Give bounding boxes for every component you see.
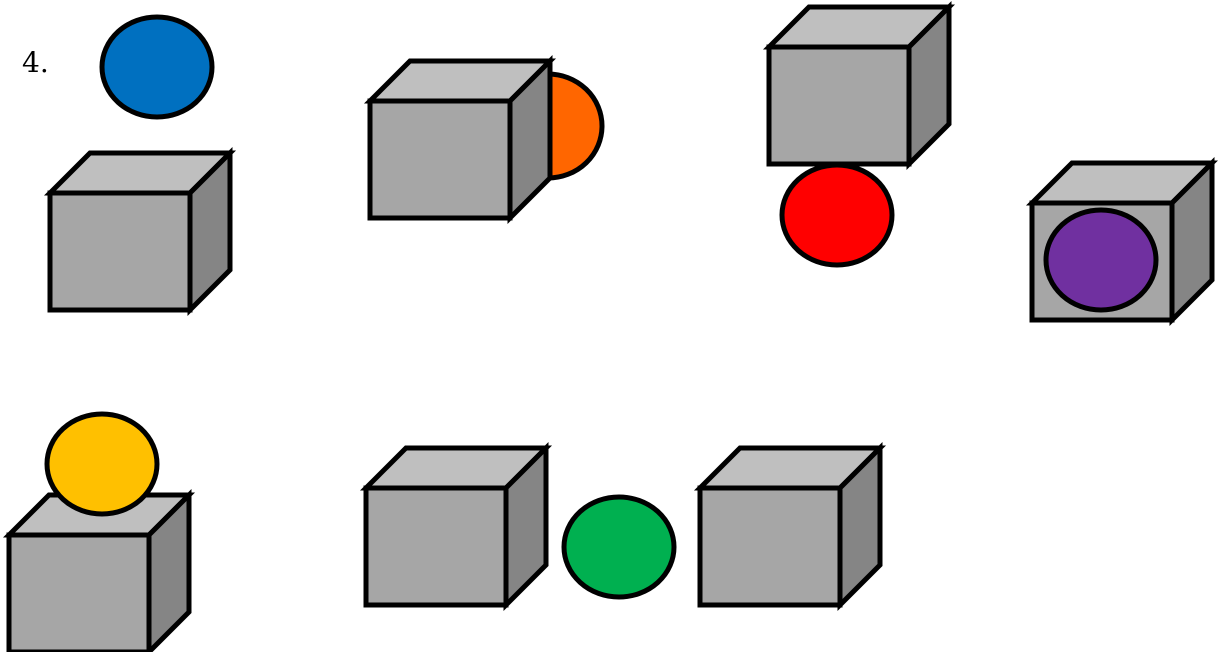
box-front-face (370, 101, 510, 218)
ball-in-box (1032, 163, 1212, 320)
ball-between-boxes (366, 448, 880, 605)
box-front-face (50, 193, 190, 310)
purple-ball (1046, 210, 1156, 310)
box-right (700, 448, 880, 605)
ball-on-box (9, 414, 189, 652)
box (370, 61, 550, 218)
box-front-face (700, 488, 840, 605)
green-ball (564, 497, 674, 597)
box (9, 495, 189, 652)
box (50, 153, 230, 310)
box-front-face (366, 488, 506, 605)
blue-ball (102, 17, 212, 117)
red-ball (782, 165, 892, 265)
ball-behind-box (370, 61, 602, 218)
ball-below-box (769, 7, 949, 265)
box-front-face (9, 535, 149, 652)
box-left (366, 448, 546, 605)
box-front-face (769, 47, 909, 164)
ball-above-box (50, 17, 230, 310)
yellow-ball (47, 414, 157, 514)
box (769, 7, 949, 164)
